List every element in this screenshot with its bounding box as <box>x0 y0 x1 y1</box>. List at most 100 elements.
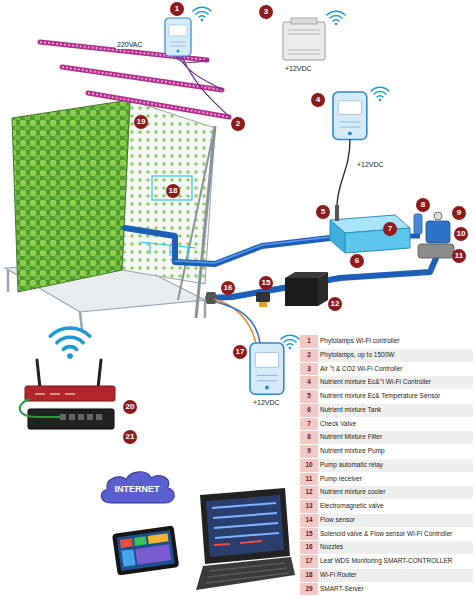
pump-tank <box>418 244 454 258</box>
screen-tile <box>121 549 135 567</box>
irrigation-line <box>152 176 192 200</box>
legend-text-cell: Wi-Fi Router <box>318 569 473 583</box>
growing-frame <box>5 100 215 330</box>
tablet <box>112 525 179 575</box>
wifi-controller <box>165 18 191 56</box>
legend-number-cell: 9 <box>300 445 318 459</box>
callout-number: 4 <box>311 93 325 107</box>
callout-number: 5 <box>316 205 330 219</box>
legend-text-cell: Flow sensor <box>318 514 473 528</box>
phytolamps <box>40 42 229 117</box>
callout-number: 20 <box>123 400 137 414</box>
wifi-icon <box>50 328 90 359</box>
legend-number-cell: 16 <box>300 541 318 555</box>
screen-tile <box>120 538 133 548</box>
legend-number-cell: 18 <box>300 569 318 583</box>
keyboard <box>206 563 289 583</box>
legend-text-cell: Phytolamps Wi-Fi controller <box>318 335 473 349</box>
sensor-wire <box>214 299 256 343</box>
smart-controller <box>250 343 284 394</box>
legend-text-cell: Nutrient mixture Tank <box>318 404 473 418</box>
callout-number: 16 <box>221 281 235 295</box>
wifi-icon <box>371 87 389 101</box>
vents <box>288 30 320 54</box>
lamp-strip <box>88 93 229 117</box>
legend-text-cell: Nutrient mixture Pump <box>318 445 473 459</box>
callout-number: 6 <box>350 254 364 268</box>
callout-number: 3 <box>259 5 273 19</box>
callout-number: 11 <box>452 249 466 263</box>
tablet-body <box>112 525 179 575</box>
legend-text-cell: Nutrient mixture cooler <box>318 486 473 500</box>
valve-body <box>256 292 270 302</box>
solenoid-valve <box>256 292 270 307</box>
legend-text-cell: Air °t & CO2 Wi-Fi Controller <box>318 363 473 377</box>
pump-motor <box>426 221 450 243</box>
legend-text-cell: Solenoid valve & Flow sensor Wi-Fi Contr… <box>318 528 473 542</box>
nutrient-tank <box>330 205 410 253</box>
legend-number-cell: 8 <box>300 431 318 445</box>
legend-text-cell: Leaf WDS Monitoring SMART-CONTROLLER <box>318 555 473 569</box>
screen-tile <box>148 533 169 544</box>
legend-number-cell: 2 <box>300 349 318 363</box>
tank-front <box>345 228 410 253</box>
tablet-screen <box>117 530 175 571</box>
lamp-strip <box>62 67 222 90</box>
legend-number-cell: 3 <box>300 363 318 377</box>
callout-number: 2 <box>231 117 245 131</box>
wifi-icon <box>327 11 345 25</box>
pipe-highlight <box>175 237 330 263</box>
irrigation-line <box>140 242 196 258</box>
laptop <box>196 488 295 590</box>
frame-leg <box>80 312 82 330</box>
cooler-front <box>285 278 318 306</box>
wifi-icon <box>281 335 299 349</box>
laptop-base <box>196 557 295 590</box>
node-text: INTERNET <box>115 484 160 495</box>
antenna <box>37 360 40 388</box>
legend-number-cell: 13 <box>300 500 318 514</box>
pump-unit <box>414 212 454 258</box>
wifi-controller <box>333 92 367 140</box>
legend-number-cell: 11 <box>300 473 318 487</box>
screen-tile <box>134 536 147 546</box>
lamp-leds <box>88 93 229 117</box>
plant-wall <box>12 100 130 292</box>
sensor-cable <box>337 139 350 205</box>
cooler <box>285 272 328 306</box>
legend-text-cell: Phytolamps, up to 1500W <box>318 349 473 363</box>
voltage-label: +12VDC <box>356 160 385 169</box>
screen-rows <box>212 503 279 538</box>
callout-number: 7 <box>383 222 397 236</box>
legend-number-cell: 10 <box>300 459 318 473</box>
legend-text-cell: Check Valve <box>318 418 473 432</box>
ec-sensor <box>335 205 339 221</box>
wifi-icon <box>193 7 211 21</box>
wifi-router <box>25 360 115 401</box>
tank-side <box>330 220 345 253</box>
router-body <box>25 386 115 401</box>
server-body <box>28 409 114 429</box>
sensor-wire <box>216 302 260 343</box>
flow-sensor <box>259 302 267 307</box>
legend-number-cell: 14 <box>300 514 318 528</box>
callout-number: 1 <box>170 2 184 16</box>
pressure-relay <box>434 212 442 220</box>
lamp-leds <box>62 67 222 90</box>
antenna <box>98 360 101 388</box>
laptop-lid <box>200 488 290 564</box>
legend-text-cell: Nutrient mixture Ec& Temperature Sensor <box>318 390 473 404</box>
callout-number: 19 <box>134 115 148 129</box>
router-leds <box>35 393 75 395</box>
din-housing <box>283 22 325 60</box>
legend-text-cell: Nutrient Mixture Filter <box>318 431 473 445</box>
legend-text-cell: SMART-Server <box>318 583 473 597</box>
frame-leg <box>204 300 207 318</box>
callout-number: 21 <box>123 430 137 444</box>
legend-number-cell: 4 <box>300 376 318 390</box>
legend-number-cell: 17 <box>300 555 318 569</box>
cloud-outline <box>101 472 174 503</box>
callout-number: 12 <box>328 297 342 311</box>
supply-pipe <box>125 228 330 264</box>
